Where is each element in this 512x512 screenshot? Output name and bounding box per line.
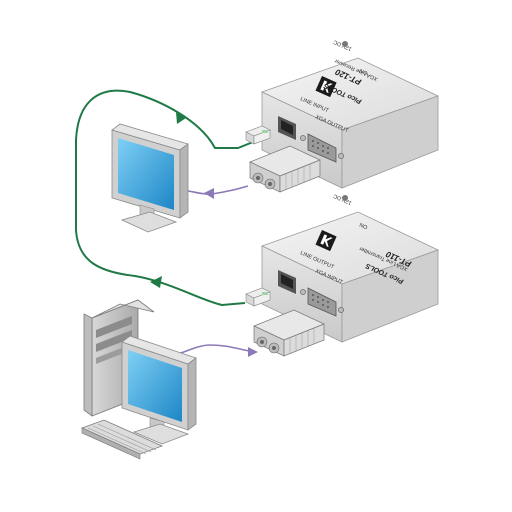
cable-to-receiver [75, 89, 259, 307]
monitor-screen [118, 138, 174, 210]
cable-arrow-lower [150, 276, 162, 288]
vga-connector-icon [253, 309, 325, 357]
cable-arrow-upper [176, 112, 186, 124]
transmitter-unit: PT-110 XGA Line Transmitter Pico TOOLS O… [260, 192, 440, 343]
desktop-pc-icon [83, 299, 197, 445]
transmitter-vga-port[interactable] [307, 287, 337, 317]
receiver-power-jack[interactable] [342, 41, 348, 47]
rj45-connector-icon [245, 125, 271, 145]
transmitter-led-label: ON [359, 221, 369, 230]
rj45-connector-icon [245, 287, 271, 307]
kramer-logo [315, 230, 337, 252]
vga-cable-source [174, 344, 256, 356]
transmitter-power-jack[interactable] [342, 195, 348, 201]
twisted-pair-cable [75, 89, 259, 307]
vga-arrow-display [204, 188, 214, 199]
vga-arrow-source [248, 347, 258, 357]
kramer-logo [315, 76, 337, 98]
receiver-vga-port[interactable] [307, 133, 337, 163]
vga-connector-icon [249, 145, 321, 193]
lcd-monitor-icon [111, 123, 189, 233]
receiver-led-label: ON [359, 67, 369, 76]
pc-monitor-screen [128, 350, 182, 422]
transmitter-side [341, 249, 439, 343]
keyboard-icon [80, 419, 164, 460]
receiver-side [341, 95, 439, 189]
receiver-unit: PT-120 XGA Line Receiver Pico TOOLS ON 1… [260, 38, 440, 189]
